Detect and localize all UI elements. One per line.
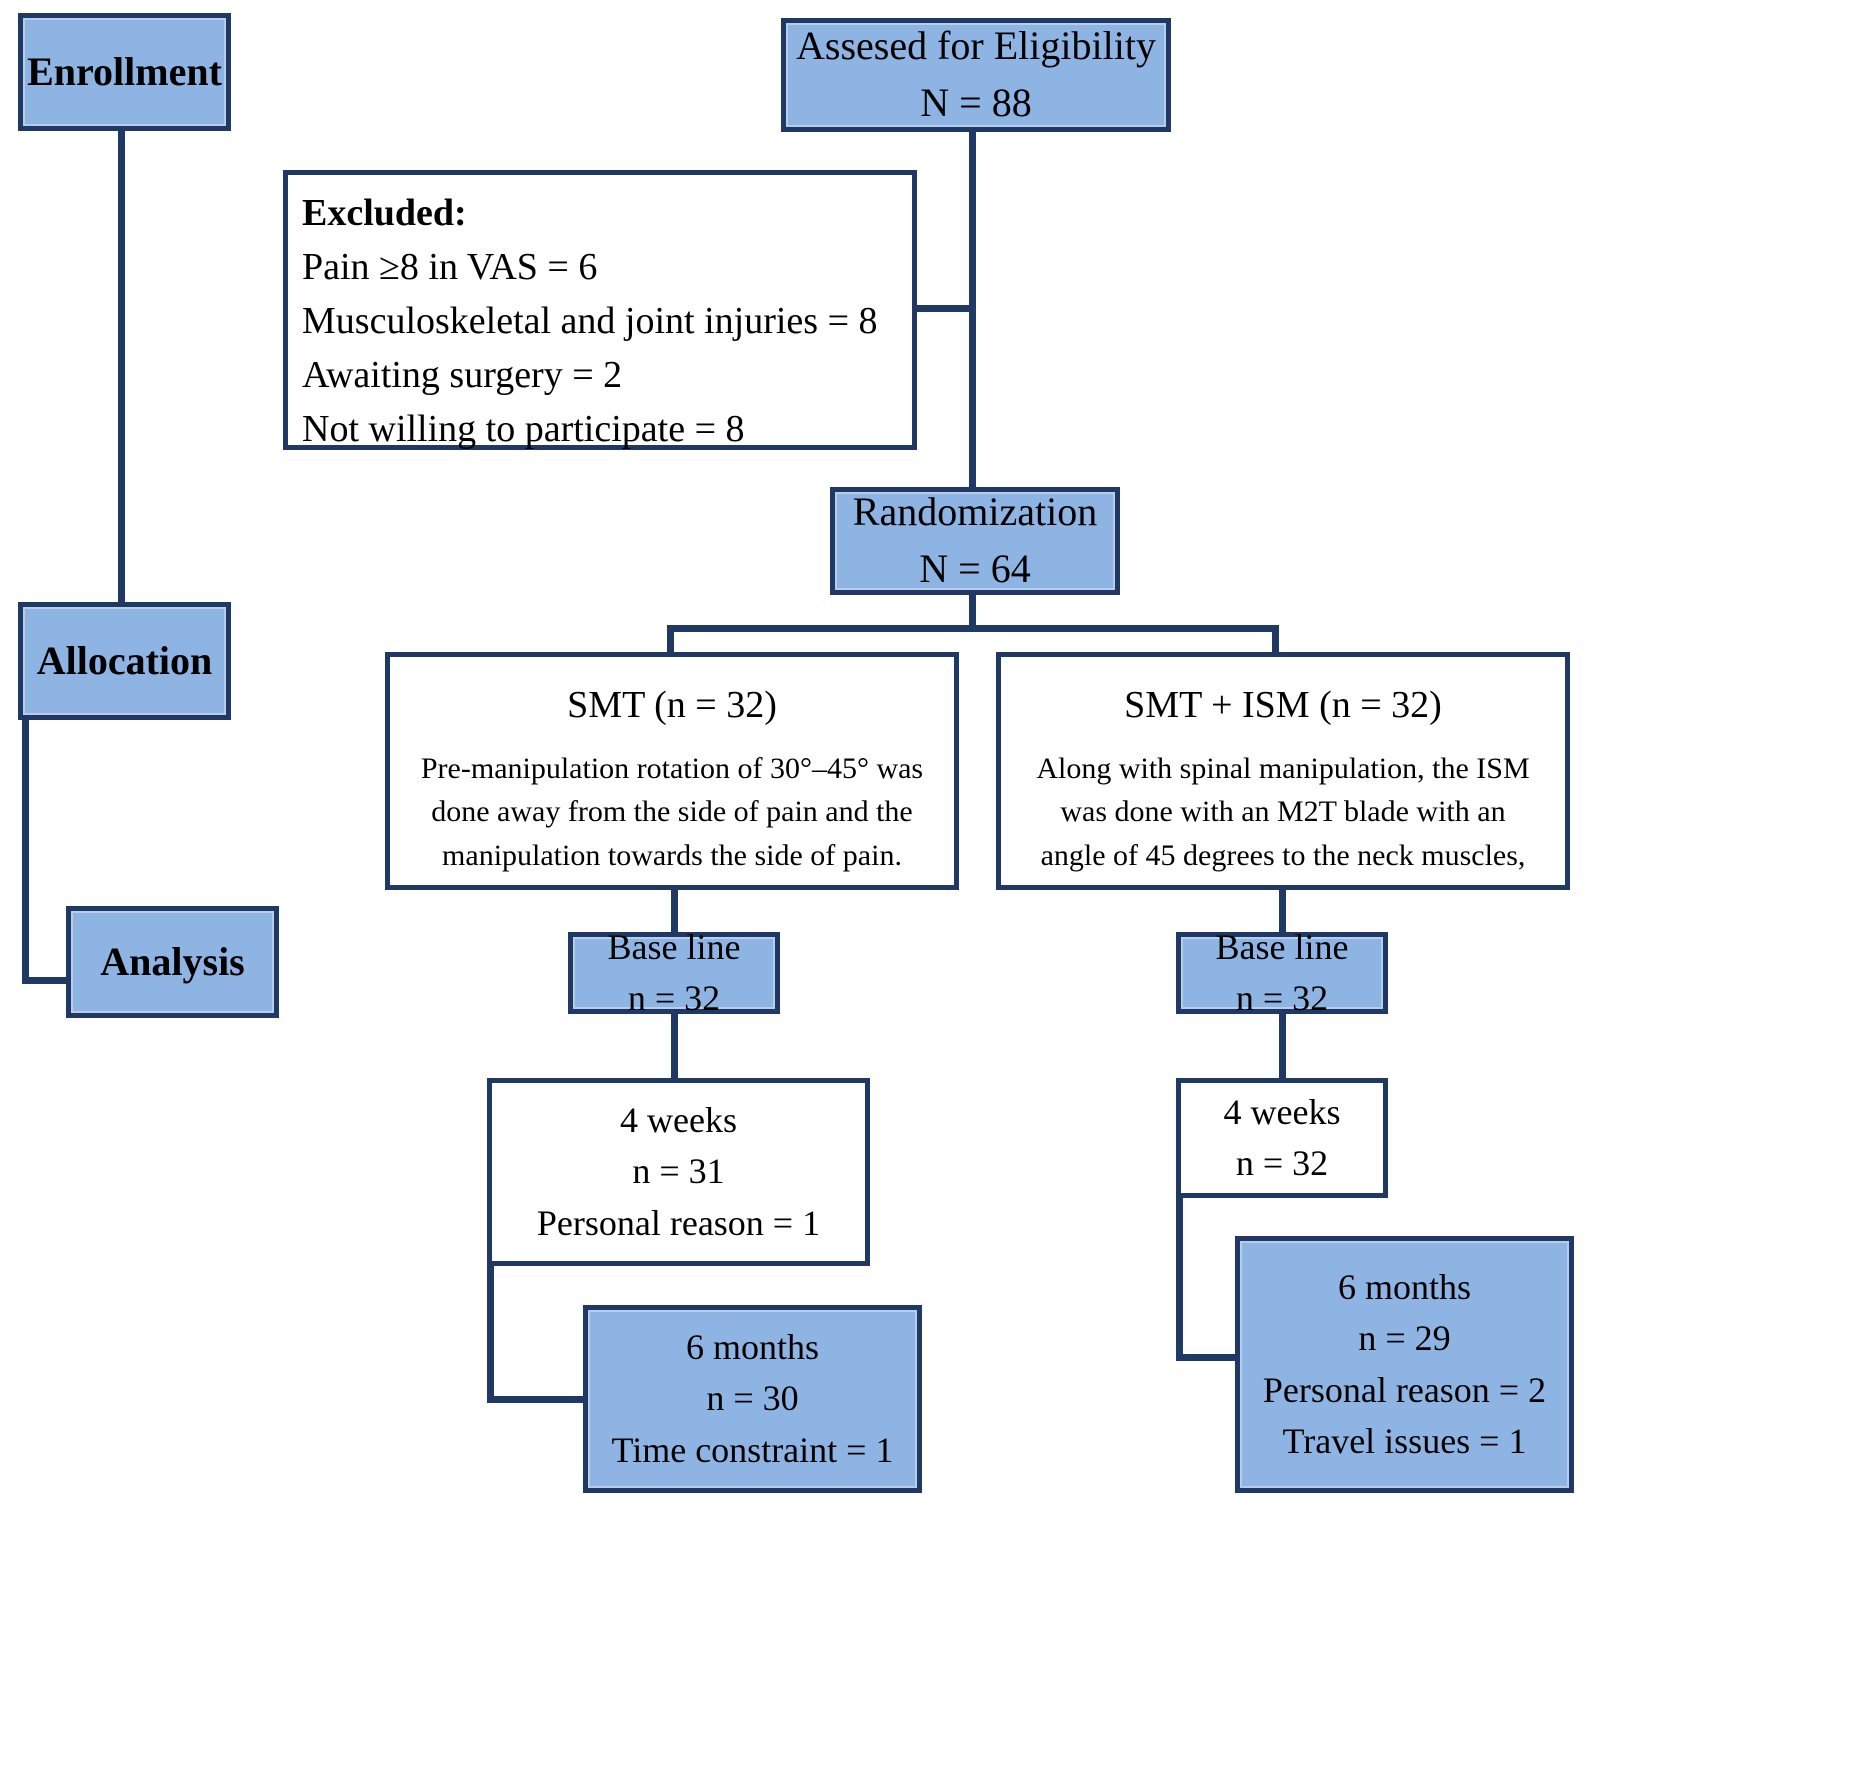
connector-randomization-split [667,625,1279,632]
arm-smt-title: SMT (n = 32) [567,684,777,726]
excluded-reason: Awaiting surgery = 2 [302,353,623,396]
arm-smt-ism-box: SMT + ISM (n = 32) Along with spinal man… [996,652,1570,890]
assessed-count: N = 88 [920,80,1032,125]
arm-smt-ism-baseline-count: n = 32 [1235,978,1329,1018]
arm-smt-month6-label: 6 months [685,1327,819,1368]
analysis-label: Analysis [100,938,245,984]
arm-smt-ism-month6-label: 6 months [1337,1267,1471,1308]
connector-enrollment-stem [118,130,125,643]
excluded-reason: Pain ≥8 in VAS = 6 [302,245,598,288]
arm-smt-ism-description-line: Along with spinal manipulation, the ISM [1036,751,1530,785]
arm-smt-baseline-count: n = 32 [627,978,721,1018]
randomization-title: Randomization [852,489,1098,535]
arm-smt-ism-description-line: was done with an M2T blade with an [1060,795,1506,829]
connector-4weeks-to-6months-right-horiz [1176,1354,1240,1361]
randomization-box: Randomization N = 64 [830,487,1120,595]
arm-smt-ism-description-line: angle of 45 degrees to the neck muscles, [1040,838,1526,872]
assessed-for-eligibility-box: Assesed for Eligibility N = 88 [781,18,1171,132]
excluded-heading: Excluded: [302,192,467,234]
arm-smt-week4-label: 4 weeks [620,1100,737,1141]
arm-smt-month6-box: 6 months n = 30 Time constraint = 1 [583,1305,922,1493]
excluded-reason: Musculoskeletal and joint injuries = 8 [302,299,878,342]
arm-smt-ism-month6-box: 6 months n = 29 Personal reason = 2 Trav… [1235,1236,1574,1493]
arm-smt-ism-title: SMT + ISM (n = 32) [1124,684,1442,726]
arm-smt-description-line: manipulation towards the side of pain. [442,838,902,872]
arm-smt-baseline-box: Base line n = 32 [568,927,780,1018]
arm-smt-ism-month6-note: Personal reason = 2 [1262,1369,1547,1410]
excluded-reason: Not willing to participate = 8 [302,407,745,450]
connector-4weeks-to-6months-left-horiz [487,1396,588,1403]
excluded-box: Excluded: Pain ≥8 in VAS = 6 Musculoskel… [283,170,917,450]
arm-smt-week4-note: Personal reason = 1 [536,1202,821,1243]
assessed-title: Assesed for Eligibility [796,23,1156,69]
connector-4weeks-to-6months-right-vert [1176,1196,1183,1361]
connector-baseline-to-4weeks-right [1279,1013,1286,1081]
enrollment-label: Enrollment [27,48,222,94]
arm-smt-baseline-label: Base line [607,926,741,967]
arm-smt-week4-box: 4 weeks n = 31 Personal reason = 1 [487,1078,870,1266]
arm-smt-week4-count: n = 31 [632,1151,725,1192]
arm-smt-ism-week4-box: 4 weeks n = 32 [1176,1078,1388,1198]
stage-label-enrollment: Enrollment [18,13,231,131]
arm-smt-ism-month6-note: Travel issues = 1 [1282,1420,1527,1461]
randomization-count: N = 64 [919,546,1031,591]
arm-smt-ism-baseline-label: Base line [1215,926,1349,967]
arm-smt-description-line: done away from the side of pain and the [431,795,913,829]
arm-smt-month6-note: Time constraint = 1 [611,1429,894,1470]
connector-randomization-stem [969,593,976,629]
connector-smt-to-baseline [671,889,678,937]
connector-allocation-to-analysis [22,977,72,984]
arm-smt-ism-week4-label: 4 weeks [1223,1091,1341,1132]
connector-baseline-to-4weeks-left [671,1013,678,1081]
connector-4weeks-to-6months-left-vert [487,1265,494,1403]
arm-smt-ism-month6-count: n = 29 [1358,1318,1451,1359]
arm-smt-month6-count: n = 30 [706,1378,799,1419]
connector-arm-right-drop [1272,625,1279,655]
connector-excluded-branch [912,305,976,312]
arm-smt-ism-baseline-box: Base line n = 32 [1176,927,1388,1018]
connector-arm-left-drop [667,625,674,655]
stage-label-analysis: Analysis [66,906,279,1018]
stage-label-allocation: Allocation [18,602,231,720]
arm-smt-description-line: Pre-manipulation rotation of 30°–45° was [420,751,924,785]
allocation-label: Allocation [36,637,213,683]
arm-smt-ism-week4-count: n = 32 [1235,1143,1329,1183]
connector-ism-to-baseline [1279,889,1286,937]
arm-smt-box: SMT (n = 32) Pre-manipulation rotation o… [385,652,959,890]
connector-allocation-stem [22,718,29,983]
